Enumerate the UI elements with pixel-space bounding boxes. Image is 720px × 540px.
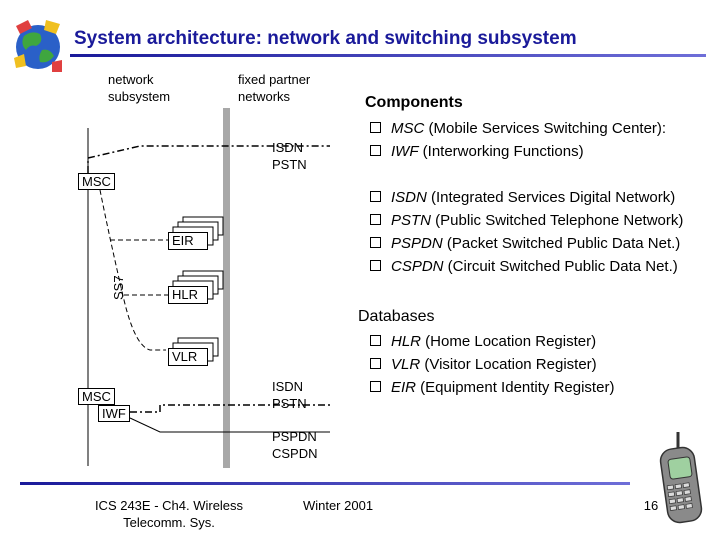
network-subsystem-label-line2: subsystem [108,89,171,104]
component-desc: (Packet Switched Public Data Net.) [442,235,681,252]
pstn-bottom-text: PSTN [272,396,307,411]
bullet-box-icon [370,237,381,248]
iwf-to-pspdn-link [129,417,330,433]
component-desc: (Integrated Services Digital Network) [426,189,676,206]
footer-page-number: 16 [643,498,659,513]
bullet-box-icon [370,260,381,271]
globe-logo-icon [14,20,62,72]
component-term: IWF [391,143,419,160]
bullet-box-icon [370,191,381,202]
eir-box: EIR [168,232,208,250]
fixed-partner-label-line2: networks [238,89,291,104]
component-desc: (Interworking Functions) [418,143,584,160]
component-desc: (Circuit Switched Public Data Net.) [443,258,678,275]
database-item-hlr: HLR (Home Location Register) [370,330,614,353]
bullet-box-icon [370,214,381,225]
database-item-vlr: VLR (Visitor Location Register) [370,353,614,376]
ss7-label: SS7 [111,275,126,300]
iwf-to-network-link [130,404,330,413]
msc-bottom-box: MSC [78,388,115,405]
msc-to-isdn-link [87,145,330,173]
database-item-eir: EIR (Equipment Identity Register) [370,376,614,399]
ss7-signaling-curve [99,189,166,351]
bullet-box-icon [370,122,381,133]
footer-course: ICS 243E - Ch4. Wireless Telecomm. Sys. [88,497,250,531]
footer-term: Winter 2001 [302,498,374,513]
database-term: HLR [391,333,422,350]
footer-course-line1: ICS 243E - Ch4. Wireless [94,498,244,513]
footer-rule [20,482,630,485]
database-desc: (Home Location Register) [421,333,597,350]
bullet-box-icon [370,381,381,392]
network-subsystem-label: network subsystem [108,71,170,105]
databases-list: HLR (Home Location Register) VLR (Visito… [370,330,614,399]
hlr-box: HLR [168,286,208,304]
fixed-partner-label: fixed partner networks [238,71,310,105]
msc-top-box: MSC [78,173,115,190]
component-desc: (Mobile Services Switching Center): [424,120,667,137]
mobile-phone-icon [659,432,703,524]
components-list-group1: MSC (Mobile Services Switching Center): … [370,117,666,163]
components-heading: Components [365,94,463,111]
component-term: ISDN [391,189,427,206]
isdn-pstn-bottom-label: ISDN PSTN [272,378,307,412]
footer-course-line2: Telecomm. Sys. [123,515,215,530]
fixed-partner-label-line1: fixed partner [238,72,311,87]
components-list-group2: ISDN (Integrated Services Digital Networ… [370,186,683,278]
bullet-box-icon [370,335,381,346]
network-subsystem-label-line1: network [108,72,154,87]
database-term: VLR [391,356,421,373]
databases-heading: Databases [358,308,435,325]
vlr-box: VLR [168,348,208,366]
database-desc: (Visitor Location Register) [420,356,597,373]
isdn-top-text: ISDN [272,140,304,155]
component-term: PSTN [391,212,432,229]
component-item-msc: MSC (Mobile Services Switching Center): [370,117,666,140]
slide-title: System architecture: network and switchi… [74,28,577,49]
isdn-pstn-top-label: ISDN PSTN [272,139,307,173]
component-term: PSPDN [391,235,443,252]
component-item-isdn: ISDN (Integrated Services Digital Networ… [370,186,683,209]
component-item-pspdn: PSPDN (Packet Switched Public Data Net.) [370,232,683,255]
component-term: MSC [391,120,425,137]
component-item-iwf: IWF (Interworking Functions) [370,140,666,163]
component-term: CSPDN [391,258,444,275]
cspdn-text: CSPDN [272,446,318,461]
isdn-bottom-text: ISDN [272,379,304,394]
fixed-network-bar [223,108,230,468]
bullet-box-icon [370,358,381,369]
component-item-pstn: PSTN (Public Switched Telephone Network) [370,209,683,232]
bullet-box-icon [370,145,381,156]
title-underline [70,54,706,57]
pspdn-cspdn-label: PSPDN CSPDN [272,428,318,462]
iwf-box: IWF [98,405,130,422]
pspdn-text: PSPDN [272,429,317,444]
pstn-top-text: PSTN [272,157,307,172]
database-desc: (Equipment Identity Register) [416,379,615,396]
component-item-cspdn: CSPDN (Circuit Switched Public Data Net.… [370,255,683,278]
component-desc: (Public Switched Telephone Network) [431,212,684,229]
database-term: EIR [391,379,417,396]
